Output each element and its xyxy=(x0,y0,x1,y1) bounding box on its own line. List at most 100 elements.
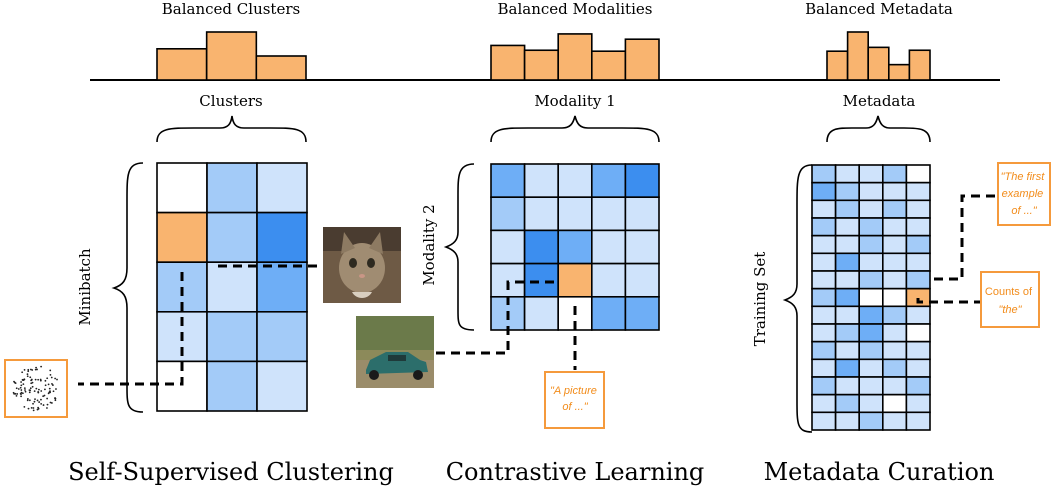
grid-cell-mid xyxy=(490,196,526,232)
scatter-dot xyxy=(20,384,23,387)
grid-cell-light xyxy=(490,229,526,265)
histogram-bar xyxy=(156,47,208,81)
grid-cell-light xyxy=(858,181,884,202)
grid-cell-light xyxy=(905,393,931,414)
grid-cell-light xyxy=(858,252,884,272)
grid-cell-light xyxy=(557,196,593,232)
scatter-dot xyxy=(55,388,57,390)
grid-cell-mid xyxy=(858,234,884,255)
grid-cell-deep xyxy=(557,229,593,265)
scatter-dot xyxy=(44,379,47,382)
scatter-dot xyxy=(12,391,15,394)
scatter-dot xyxy=(32,409,35,412)
grid-cell-light xyxy=(206,261,258,313)
grid-cell-light xyxy=(624,196,660,232)
grid-cell-mid xyxy=(881,199,908,219)
scatter-dot xyxy=(37,406,40,409)
grid-cell-light xyxy=(834,234,860,255)
svg-text:"The first example: "The first example of ..." xyxy=(1001,171,1048,217)
top-brace-modality-1 xyxy=(490,115,660,143)
grid-cell-white xyxy=(156,360,208,412)
histogram-bar xyxy=(624,38,660,81)
scatter-dot xyxy=(37,378,40,381)
side-brace-minibatch xyxy=(111,162,144,413)
grid-cell-light xyxy=(834,164,860,184)
scatter-dot xyxy=(29,376,32,379)
grid-cell-light xyxy=(858,393,884,414)
grid-cell-white xyxy=(858,287,884,308)
scatter-dot xyxy=(38,401,41,403)
svg-text:Counts of "the": Counts of "the" xyxy=(985,286,1035,316)
scatter-dot xyxy=(28,391,31,394)
grid-cell-light xyxy=(624,262,660,298)
grid-cell-mid xyxy=(834,181,860,202)
counts-of-box: Counts of "the" xyxy=(980,271,1040,328)
grid-cell-light xyxy=(858,358,884,378)
grid-cell-light xyxy=(858,199,884,219)
grid-cell-light xyxy=(905,411,931,431)
scatter-dot xyxy=(54,399,57,402)
grid-cell-light xyxy=(881,181,908,202)
scatter-dot xyxy=(42,404,45,406)
grid-cell-light xyxy=(590,262,627,298)
grid-cell-white xyxy=(905,164,931,184)
scatter-dot xyxy=(40,390,43,392)
grid-cell-light xyxy=(881,376,908,396)
grid-cell-mid xyxy=(858,217,884,237)
axis-label-metadata: Metadata xyxy=(843,92,916,110)
grid-cell-mid xyxy=(858,270,884,290)
scatter-dot xyxy=(49,373,52,376)
grid-cell-light xyxy=(590,229,627,265)
scatter-dot xyxy=(48,387,51,390)
grid-cell-light xyxy=(881,411,908,431)
scatter-dot xyxy=(49,369,52,372)
grid-cell-deep xyxy=(858,323,884,343)
scatter-dot xyxy=(32,402,34,405)
scatter-dot xyxy=(27,368,30,371)
histogram-bar xyxy=(826,50,849,81)
grid-cell-light xyxy=(905,217,931,237)
scatter-dot xyxy=(52,390,55,393)
side-label-modality-2: Modality 2 xyxy=(420,204,438,285)
connector-dots xyxy=(78,272,184,386)
scatter-dot xyxy=(35,366,37,369)
scatter-dot xyxy=(24,389,26,391)
grid-cell-light xyxy=(490,262,526,298)
histogram-bar xyxy=(867,46,890,81)
scatter-dot xyxy=(34,398,36,401)
scatter-dot xyxy=(26,398,29,400)
axis-label-clusters: Clusters xyxy=(199,92,262,110)
scatter-dot xyxy=(46,403,49,406)
histogram-bar xyxy=(846,31,869,81)
histogram-bar xyxy=(205,31,258,81)
grid-cell-light xyxy=(881,323,908,343)
dashed-connectors xyxy=(78,194,996,386)
grid-cell-orange xyxy=(156,211,208,264)
grid-cell-mid xyxy=(881,305,908,325)
grid-cell-light xyxy=(905,358,931,378)
grid-cell-deep xyxy=(590,163,627,199)
scatter-dot xyxy=(26,373,29,376)
scatter-dot xyxy=(35,387,38,390)
cat-photo xyxy=(323,227,401,303)
grid-cell-light xyxy=(523,163,559,199)
grid-cell-deep xyxy=(811,181,837,202)
grid-cell-mid xyxy=(881,164,908,184)
toy-car-photo xyxy=(356,316,434,388)
grid-cell-light xyxy=(881,217,908,237)
grid-cell-light xyxy=(905,252,931,272)
scatter-dot xyxy=(49,401,52,404)
grid-cell-light xyxy=(523,295,559,331)
scatter-dot xyxy=(34,368,37,371)
grid-cell-light xyxy=(834,270,860,290)
grid-cell-light xyxy=(905,305,931,325)
grid-cell-light xyxy=(523,196,559,232)
scatter-dot xyxy=(16,393,19,395)
scatter-dot xyxy=(49,390,51,393)
side-label-training-set: Training Set xyxy=(751,252,769,347)
grid-cell-light xyxy=(881,340,908,361)
scatter-dot xyxy=(20,395,22,398)
scatter-dot xyxy=(43,394,46,397)
grid-cell-mid xyxy=(206,162,258,214)
